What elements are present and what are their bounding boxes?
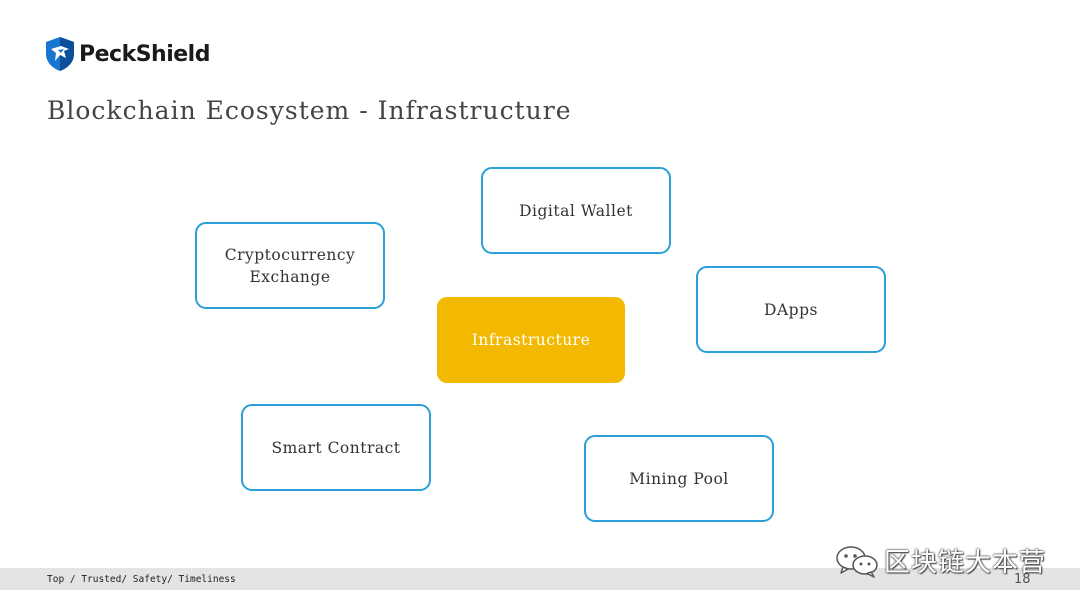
node-digital-wallet: Digital Wallet [481, 167, 671, 254]
footer-band [0, 568, 1080, 590]
node-smart-contract: Smart Contract [241, 404, 431, 491]
node-infrastructure-center: Infrastructure [437, 297, 625, 383]
footer-tagline: Top / Trusted/ Safety/ Timeliness [47, 574, 236, 585]
slide-title: Blockchain Ecosystem - Infrastructure [47, 96, 572, 125]
node-cryptocurrency-exchange: Cryptocurrency Exchange [195, 222, 385, 309]
wechat-watermark: 区块链大本营 [834, 542, 1046, 579]
node-mining-pool: Mining Pool [584, 435, 774, 522]
shield-logo-icon [46, 37, 74, 71]
peckshield-logo: PeckShield [44, 36, 210, 72]
page-number: 18 [1014, 572, 1031, 587]
brand-name: PeckShield [79, 41, 210, 67]
watermark-text: 区块链大本营 [884, 548, 1047, 578]
node-dapps: DApps [696, 266, 886, 353]
wechat-icon [836, 545, 878, 578]
